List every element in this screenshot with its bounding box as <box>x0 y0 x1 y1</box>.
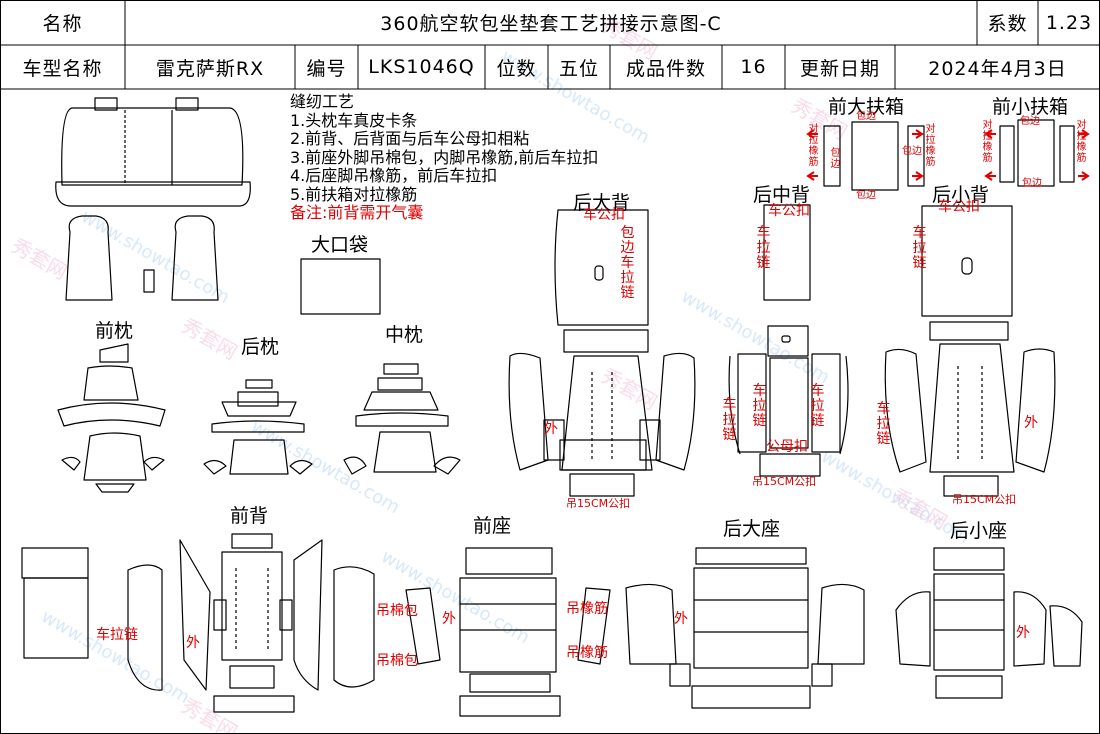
code-label: 编号 <box>306 57 347 80</box>
annotation-binding-car-zip: 包边车拉链 <box>620 225 635 301</box>
annotation-outer: 外 <box>674 611 688 627</box>
sewing-notes: 缝纫工艺 1.头枕车真皮卡条 2.前背、后背面与后车公母扣相粘 3.前座外脚吊棉… <box>290 92 599 223</box>
rear-headrests <box>94 97 199 111</box>
note-item: 3.前座外脚吊棉包，内脚吊橡筋,前后车拉扣 <box>290 147 599 167</box>
model-label: 车型名称 <box>22 57 103 80</box>
rear-pillow-pattern <box>203 379 313 475</box>
label-rear-big-seat: 后大座 <box>723 518 781 540</box>
coef-value: 1.23 <box>1045 11 1093 34</box>
annotation-car-zip: 车拉链 <box>810 383 825 429</box>
annotation-hang-buckle: 吊15CM公扣 <box>752 475 817 488</box>
front-seat-right <box>171 215 219 301</box>
notes-title: 缝纫工艺 <box>290 92 355 111</box>
annotation-car-buckle: 车公扣 <box>768 203 810 219</box>
annotation-pull-elastic: 对拉橡筋 <box>1076 120 1087 164</box>
label-front-big-armrest: 前大扶箱 <box>828 96 905 118</box>
annotation-hang-buckle: 吊15CM公扣 <box>566 497 631 510</box>
seats-value: 五位 <box>558 57 599 80</box>
annotation-car-zip: 车拉链 <box>912 225 927 271</box>
front-seat-pattern <box>405 547 611 717</box>
annotation-hang-elastic: 吊橡筋 <box>566 601 608 617</box>
label-rear-mid-back: 后中背 <box>753 184 811 206</box>
front-back-pattern <box>21 533 375 713</box>
front-small-armrest-pattern <box>999 119 1075 187</box>
label-rear-big-back: 后大背 <box>573 192 631 214</box>
mid-pillow-pattern <box>343 363 461 475</box>
big-pocket-shape <box>300 258 381 315</box>
seat-overview-drawing <box>55 97 251 301</box>
annotation-outer: 外 <box>1024 415 1038 431</box>
annotation-car-buckle: 车公扣 <box>583 207 625 223</box>
name-label: 名称 <box>42 13 83 35</box>
annotation-snap-buckle: 公母扣 <box>766 439 808 455</box>
annotation-car-zip: 车拉链 <box>96 627 138 643</box>
label-rear-small-back: 后小背 <box>932 184 990 206</box>
annotation-binding: 包边 <box>1020 116 1040 127</box>
annotation-pull-elastic: 对拉橡筋 <box>808 124 819 168</box>
front-pillow-pattern <box>57 343 166 493</box>
label-front-seat: 前座 <box>473 515 512 537</box>
label-front-back: 前背 <box>230 505 269 527</box>
annotation-hang-cotton: 吊棉包 <box>376 653 418 669</box>
label-rear-pillow: 后枕 <box>241 336 280 358</box>
coef-label: 系数 <box>987 13 1028 35</box>
rear-bench-outline <box>61 107 244 186</box>
rear-small-back-pattern <box>884 205 1056 497</box>
rear-big-back-pattern <box>508 209 696 497</box>
note-item: 2.前背、后背面与后车公母扣相粘 <box>290 129 530 148</box>
front-big-armrest-pattern <box>823 121 925 191</box>
annotation-pull-elastic: 对拉橡筋 <box>925 124 936 168</box>
annotation-outer: 外 <box>544 421 558 437</box>
annotation-binding: 包边 <box>856 190 876 201</box>
annotation-car-zip: 车拉链 <box>752 383 767 429</box>
annotation-binding: 包边 <box>1022 178 1042 189</box>
note-item: 4.后座脚吊橡筋，前后车拉扣 <box>290 166 498 185</box>
notes-remark: 备注:前背需开气囊 <box>290 203 424 222</box>
annotation-hang-elastic: 吊橡筋 <box>566 645 608 661</box>
model-value: 雷克萨斯RX <box>155 57 265 80</box>
label-front-small-armrest: 前小扶箱 <box>992 96 1069 118</box>
seats-label: 位数 <box>496 57 537 80</box>
annotation-hang-cotton: 吊棉包 <box>376 603 418 619</box>
annotation-car-zip: 车拉链 <box>876 401 891 447</box>
annotation-binding: 包边 <box>902 146 922 157</box>
annotation-binding: 包边 <box>856 111 876 122</box>
rear-cushion-outline <box>55 181 251 207</box>
label-mid-pillow: 中枕 <box>385 324 424 346</box>
annotation-outer: 外 <box>442 611 456 627</box>
label-front-pillow: 前枕 <box>95 320 134 342</box>
label-rear-small-seat: 后小座 <box>950 520 1008 542</box>
pieces-value: 16 <box>740 56 767 78</box>
annotation-binding: 包边 <box>830 148 841 170</box>
note-item: 1.头枕车真皮卡条 <box>290 110 418 130</box>
page-title: 360航空软包坐垫套工艺拼接示意图-C <box>380 13 722 35</box>
annotation-outer: 外 <box>1016 625 1030 641</box>
rear-big-seat-pattern <box>625 547 865 709</box>
note-item: 5.前扶箱对拉橡筋 <box>290 184 418 204</box>
annotation-car-zip: 车拉链 <box>756 225 771 271</box>
front-seat-left <box>65 215 113 301</box>
label-big-pocket: 大口袋 <box>311 234 369 256</box>
annotation-pull-elastic: 对拉橡筋 <box>982 120 993 164</box>
rear-small-seat-pattern <box>895 547 1083 699</box>
clip-piece <box>143 269 155 293</box>
annotation-hang-buckle: 吊15CM公扣 <box>952 493 1017 506</box>
date-value: 2024年4月3日 <box>928 57 1067 80</box>
pieces-label: 成品件数 <box>625 57 706 80</box>
armrest-arrows <box>806 129 1090 181</box>
date-label: 更新日期 <box>799 57 880 80</box>
code-value: LKS1046Q <box>368 56 475 78</box>
annotation-car-zip: 车拉链 <box>722 397 737 443</box>
annotation-car-buckle: 车公扣 <box>938 199 980 215</box>
rear-mid-back-pattern <box>728 204 849 477</box>
annotation-outer: 外 <box>186 635 200 651</box>
